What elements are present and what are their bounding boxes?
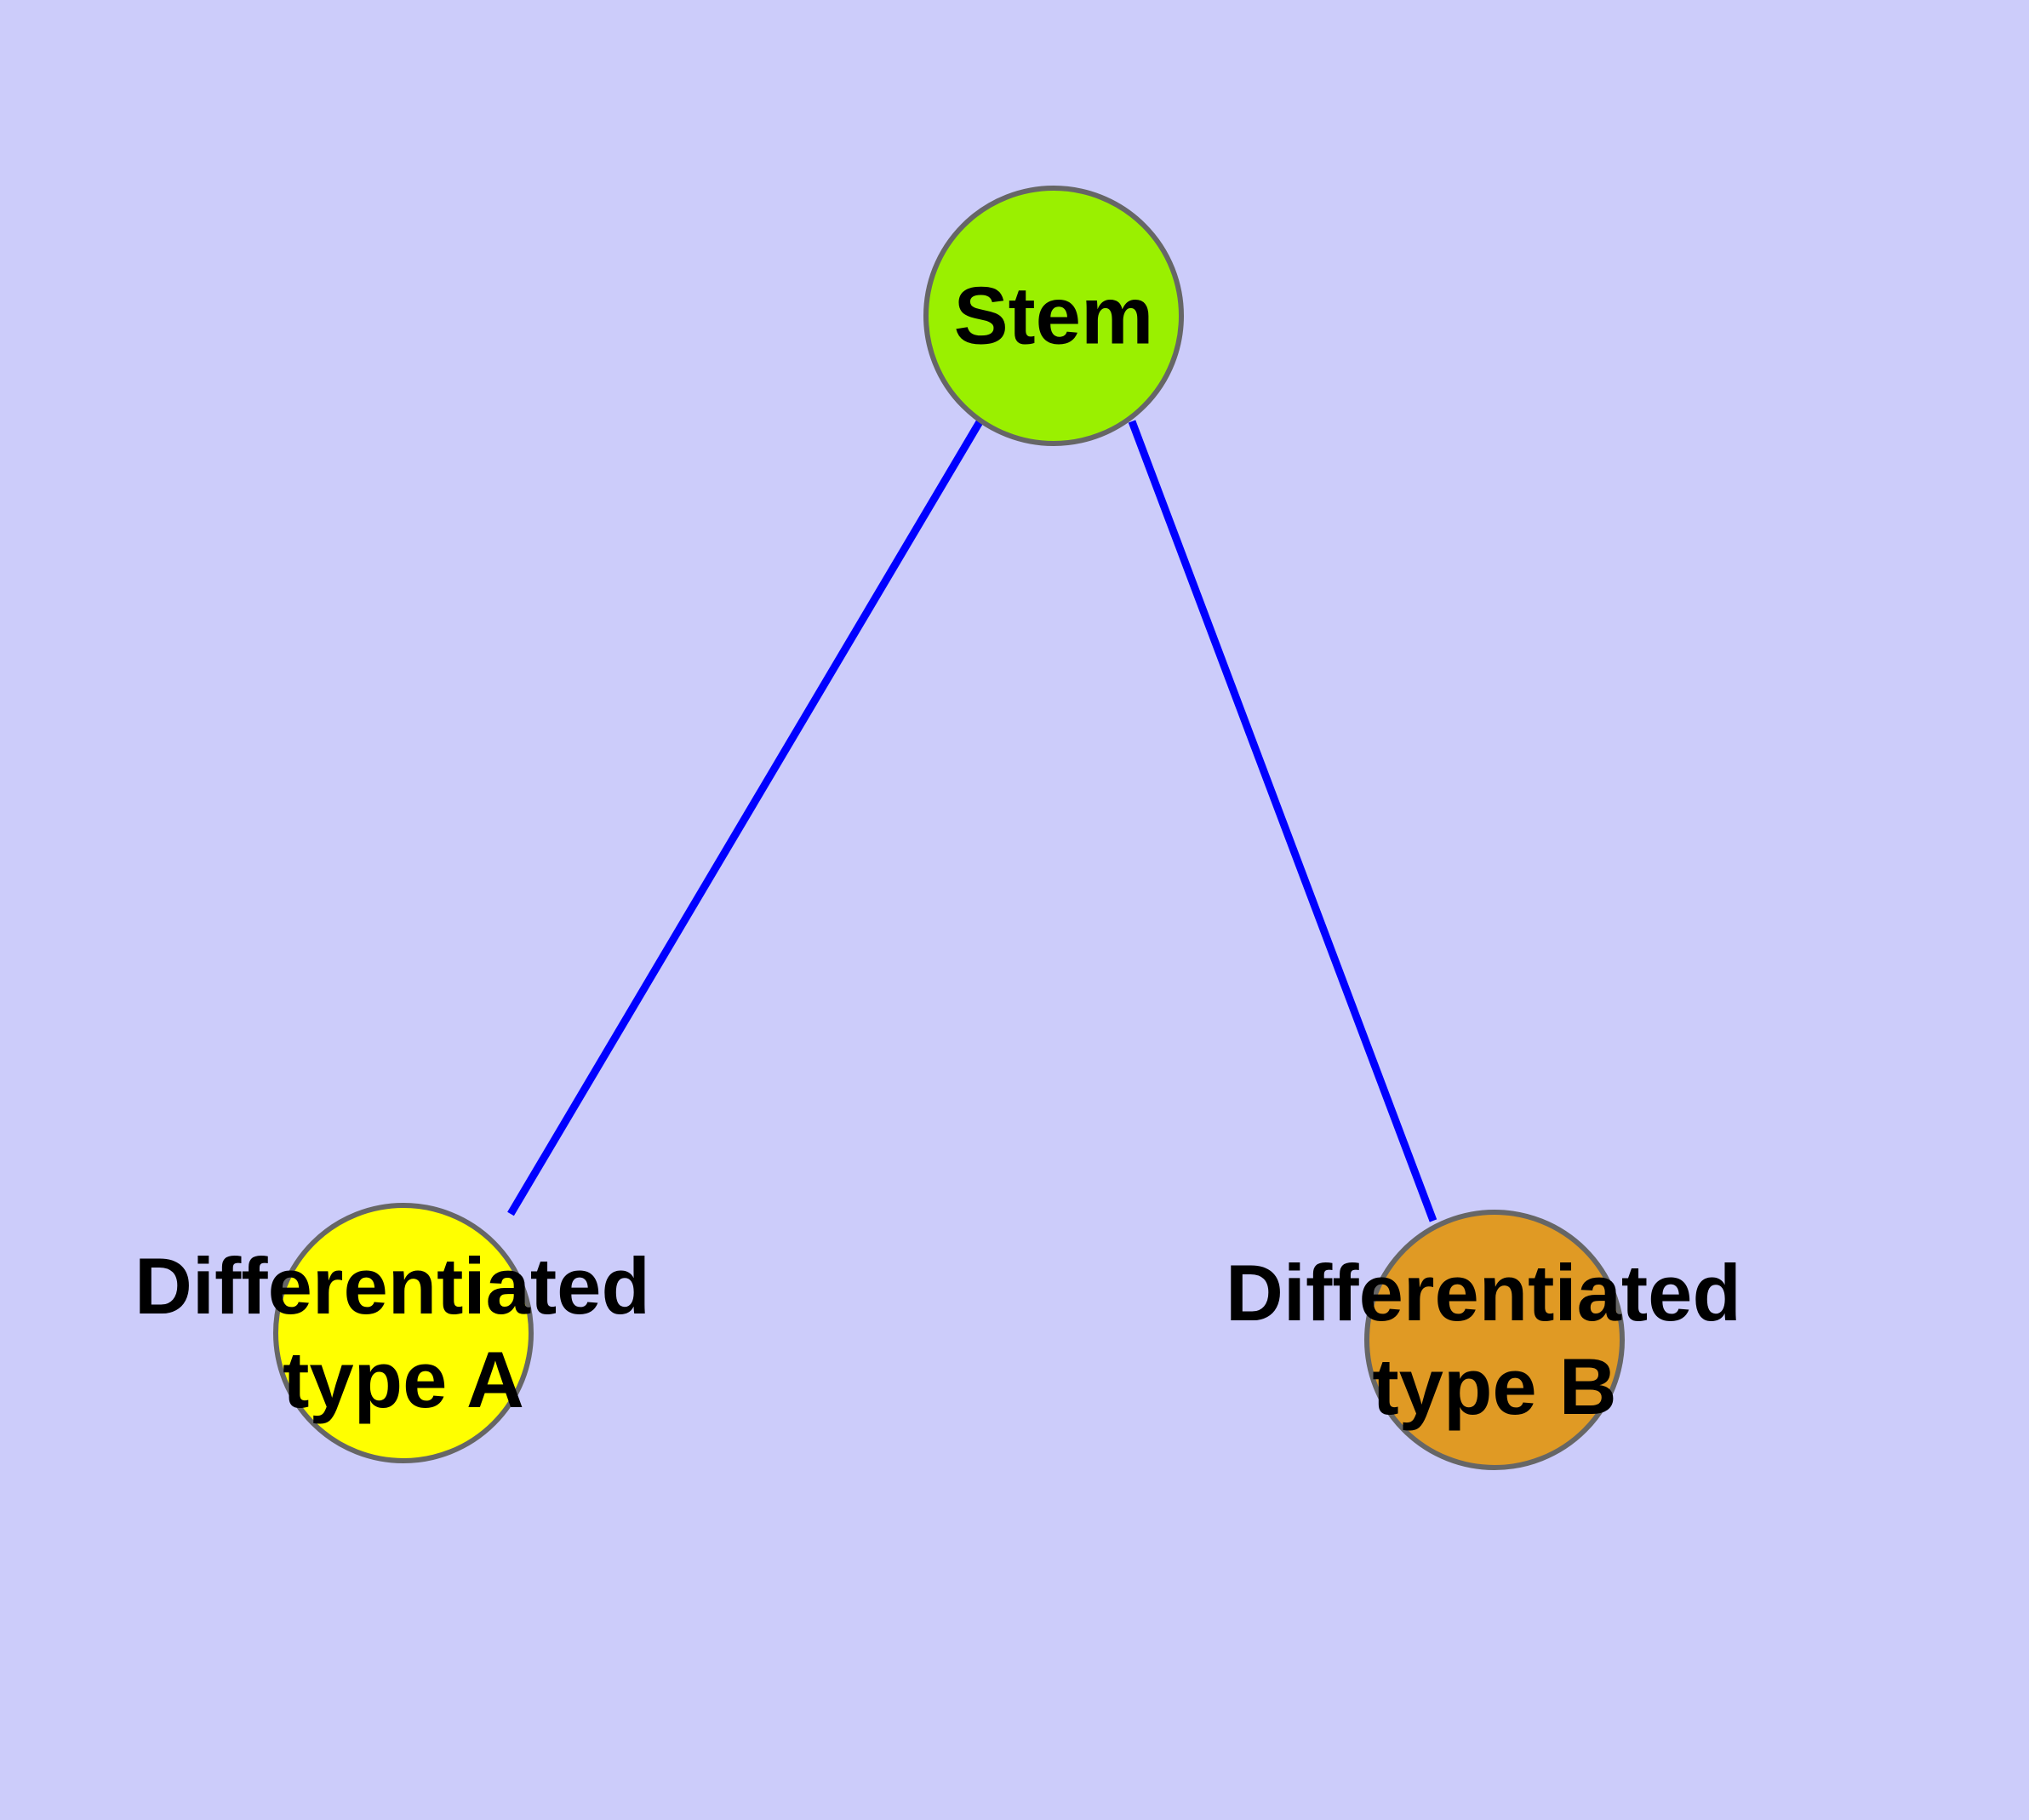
node-diff-b-label-line-2: type B [1372,1342,1616,1431]
node-stem[interactable]: Stem [923,186,1184,446]
node-differentiated-type-b[interactable]: Differentiated type B [1226,1210,1763,1470]
node-diff-b-circle[interactable] [1364,1210,1625,1470]
node-diff-b-label: Differentiated type B [1226,1248,1763,1431]
node-diff-a-label-line-1: Differentiated [134,1241,650,1331]
node-diff-b-label-line-1: Differentiated [1226,1248,1741,1337]
node-stem-circle[interactable] [923,186,1184,446]
node-group: Stem Differentiated type A Differentiate… [134,186,1763,1470]
edge-stem-to-diff-a[interactable] [507,418,984,1216]
node-diff-a-label-line-2: type A [283,1335,524,1424]
node-stem-label-line-1: Stem [954,271,1154,362]
node-diff-a-label: Differentiated type A [134,1241,672,1424]
node-stem-label: Stem [954,271,1154,362]
edge-stem-to-diff-b[interactable] [1128,420,1437,1222]
node-diff-a-circle[interactable] [273,1203,534,1463]
edge-group [507,418,1437,1222]
node-differentiated-type-a[interactable]: Differentiated type A [134,1203,672,1463]
